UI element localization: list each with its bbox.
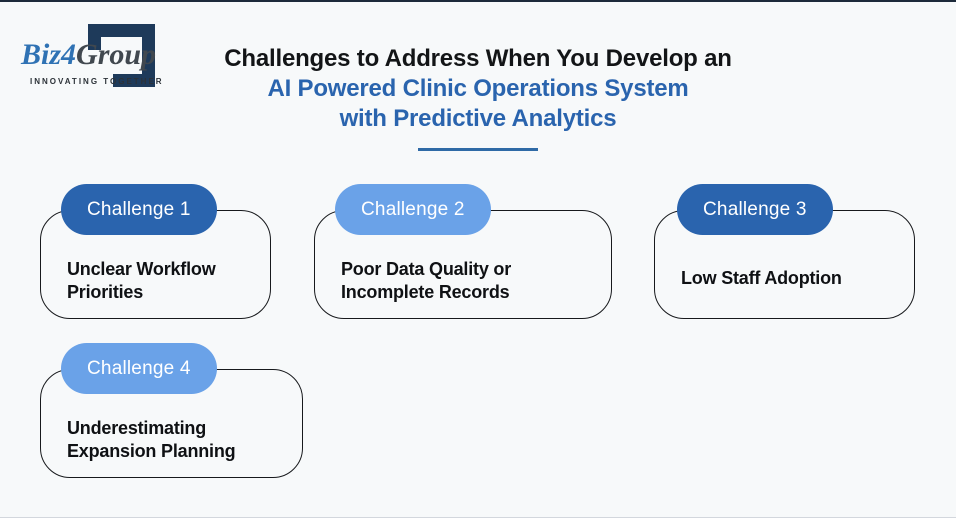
challenge-card-3: Challenge 3 Low Staff Adoption (654, 184, 915, 319)
page-title-line3: with Predictive Analytics (339, 105, 617, 132)
logo-wordmark-group: Group (76, 38, 157, 71)
logo-tagline: INNOVATING TOGETHER (30, 77, 164, 86)
page-header: Challenges to Address When You Develop a… (0, 44, 956, 151)
challenge-2-badge: Challenge 2 (335, 184, 491, 235)
challenge-card-4: Challenge 4 Underestimating Expansion Pl… (40, 343, 303, 478)
logo-bracket-shape (88, 24, 155, 87)
challenge-3-badge: Challenge 3 (677, 184, 833, 235)
challenge-4-badge: Challenge 4 (61, 343, 217, 394)
challenge-1-text: Unclear Workflow Priorities (67, 259, 216, 302)
logo-wordmark-4: 4 (61, 38, 77, 71)
challenge-card-2: Challenge 2 Poor Data Quality or Incompl… (314, 184, 612, 319)
challenge-3-text: Low Staff Adoption (681, 268, 842, 288)
challenge-1-badge: Challenge 1 (61, 184, 217, 235)
title-divider (418, 148, 538, 151)
challenge-2-text: Poor Data Quality or Incomplete Records (341, 259, 512, 302)
logo-wordmark: Biz4Group (21, 38, 156, 72)
page-title-line1: Challenges to Address When You Develop a… (224, 45, 732, 72)
logo-bracket-icon (88, 24, 155, 87)
page-title-line2: AI Powered Clinic Operations System (267, 75, 689, 102)
biz4group-logo: Biz4Group INNOVATING TOGETHER (0, 2, 200, 102)
challenge-4-text: Underestimating Expansion Planning (67, 418, 236, 461)
challenge-card-1: Challenge 1 Unclear Workflow Priorities (40, 184, 271, 319)
logo-wordmark-biz: Biz (21, 38, 62, 71)
